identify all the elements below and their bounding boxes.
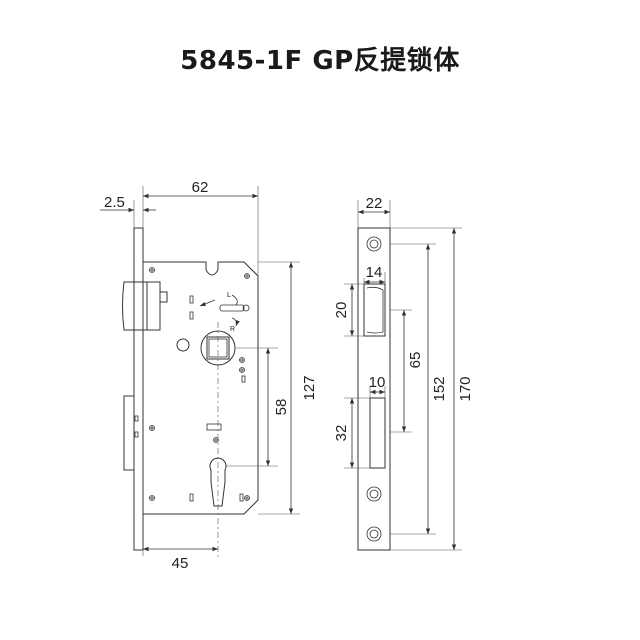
handing-lever — [199, 294, 250, 327]
dim-faceplate-thickness: 2.5 — [104, 194, 125, 211]
handing-label-left: L — [227, 292, 231, 299]
deadbolt-front — [369, 397, 386, 469]
faceplate-screw-holes — [366, 236, 382, 542]
cylinder-cutout — [209, 457, 227, 507]
page-title: 5845-1F GP反提锁体 — [180, 46, 460, 76]
dim-latch-to-deadbolt: 65 — [407, 352, 424, 369]
latch-front — [363, 283, 386, 337]
latch-bolt-side — [122, 281, 148, 331]
dim-deadbolt-height: 32 — [333, 425, 350, 442]
dim-spindle-to-cylinder: 58 — [273, 399, 290, 416]
dim-latch-width: 14 — [366, 264, 383, 281]
dim-latch-height: 20 — [333, 302, 350, 319]
dim-case-width: 62 — [192, 179, 209, 196]
dim-faceplate-length: 170 — [457, 376, 474, 401]
dim-faceplate-width: 22 — [366, 195, 383, 212]
dim-deadbolt-width: 10 — [369, 374, 386, 391]
lock-case-view: L R — [122, 227, 259, 560]
dim-backset: 45 — [172, 555, 189, 572]
faceplate-side — [133, 227, 144, 551]
dim-case-height: 127 — [301, 375, 318, 400]
lock-case-outline — [142, 261, 259, 515]
deadbolt-side — [123, 395, 135, 471]
faceplate-front — [357, 227, 391, 551]
case-screws — [149, 267, 250, 501]
dim-screw-hole-spacing: 152 — [431, 376, 448, 401]
handing-label-right: R — [230, 326, 235, 333]
tail-hole — [176, 338, 190, 352]
front-view-dimensions — [344, 200, 462, 551]
faceplate-front-view — [357, 227, 391, 551]
side-view-dimensions — [100, 186, 300, 556]
